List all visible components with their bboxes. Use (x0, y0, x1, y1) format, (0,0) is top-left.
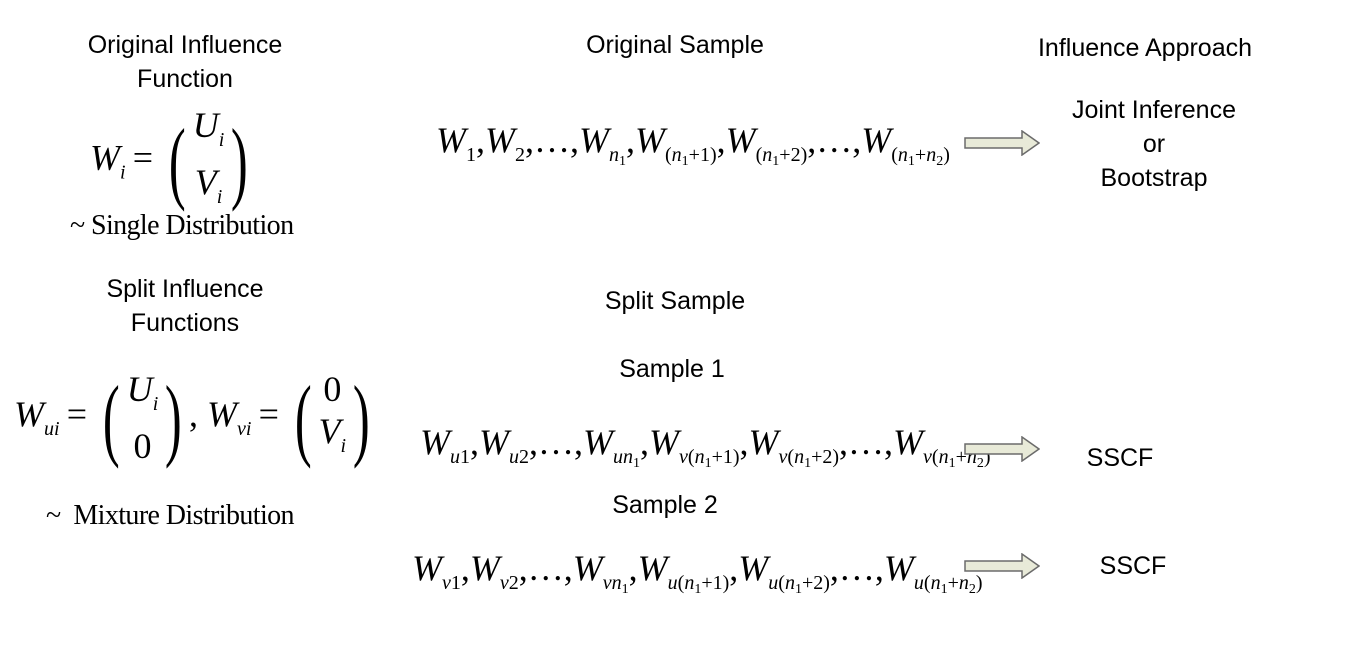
joint-inference-line2: or (1142, 130, 1166, 158)
split-influence-title-line2: Functions (130, 309, 240, 337)
tilde-symbol: ~ (70, 210, 85, 241)
joint-inference-block: Joint Inference or Bootstrap (1014, 93, 1294, 195)
split-sample-title: Split Sample (604, 287, 746, 315)
sample2-sequence: Wv1,Wv2,…,Wvn1,Wu(n1+1),Wu(n1+2),…,Wu(n1… (412, 548, 983, 597)
sscf-label-1: SSCF (1086, 444, 1154, 472)
joint-inference-line3: Bootstrap (1100, 164, 1208, 192)
arrow-right-icon (964, 553, 1040, 579)
tilde-symbol: ~ (46, 500, 61, 531)
original-influence-title-line1: Original Influence (87, 31, 283, 59)
original-influence-title: Original Influence Function (60, 28, 310, 96)
single-distribution-note: ~ Single Distribution (70, 210, 294, 242)
single-distribution-label: Single Distribution (90, 210, 294, 241)
split-influence-title: Split Influence Functions (60, 272, 310, 340)
sample1-title: Sample 1 (619, 355, 725, 383)
split-influence-title-line1: Split Influence (106, 275, 264, 303)
mixture-distribution-label: Mixture Distribution (73, 500, 294, 531)
arrow-right-icon (964, 436, 1040, 462)
original-influence-title-line2: Function (137, 65, 233, 93)
sscf-label-2: SSCF (1099, 552, 1167, 580)
sample2-title: Sample 2 (612, 491, 718, 519)
arrow-right-icon (964, 130, 1040, 156)
original-sample-sequence: W1,W2,…,Wn1,W(n1+1),W(n1+2),…,W(n1+n2) (436, 120, 950, 169)
original-sample-title: Original Sample (586, 31, 764, 59)
sample1-sequence: Wu1,Wu2,…,Wun1,Wv(n1+1),Wv(n1+2),…,Wv(n1… (420, 422, 991, 471)
joint-inference-line1: Joint Inference (1072, 96, 1236, 124)
influence-approach-title: Influence Approach (1037, 34, 1253, 62)
mixture-distribution-note: ~ Mixture Distribution (46, 500, 295, 532)
